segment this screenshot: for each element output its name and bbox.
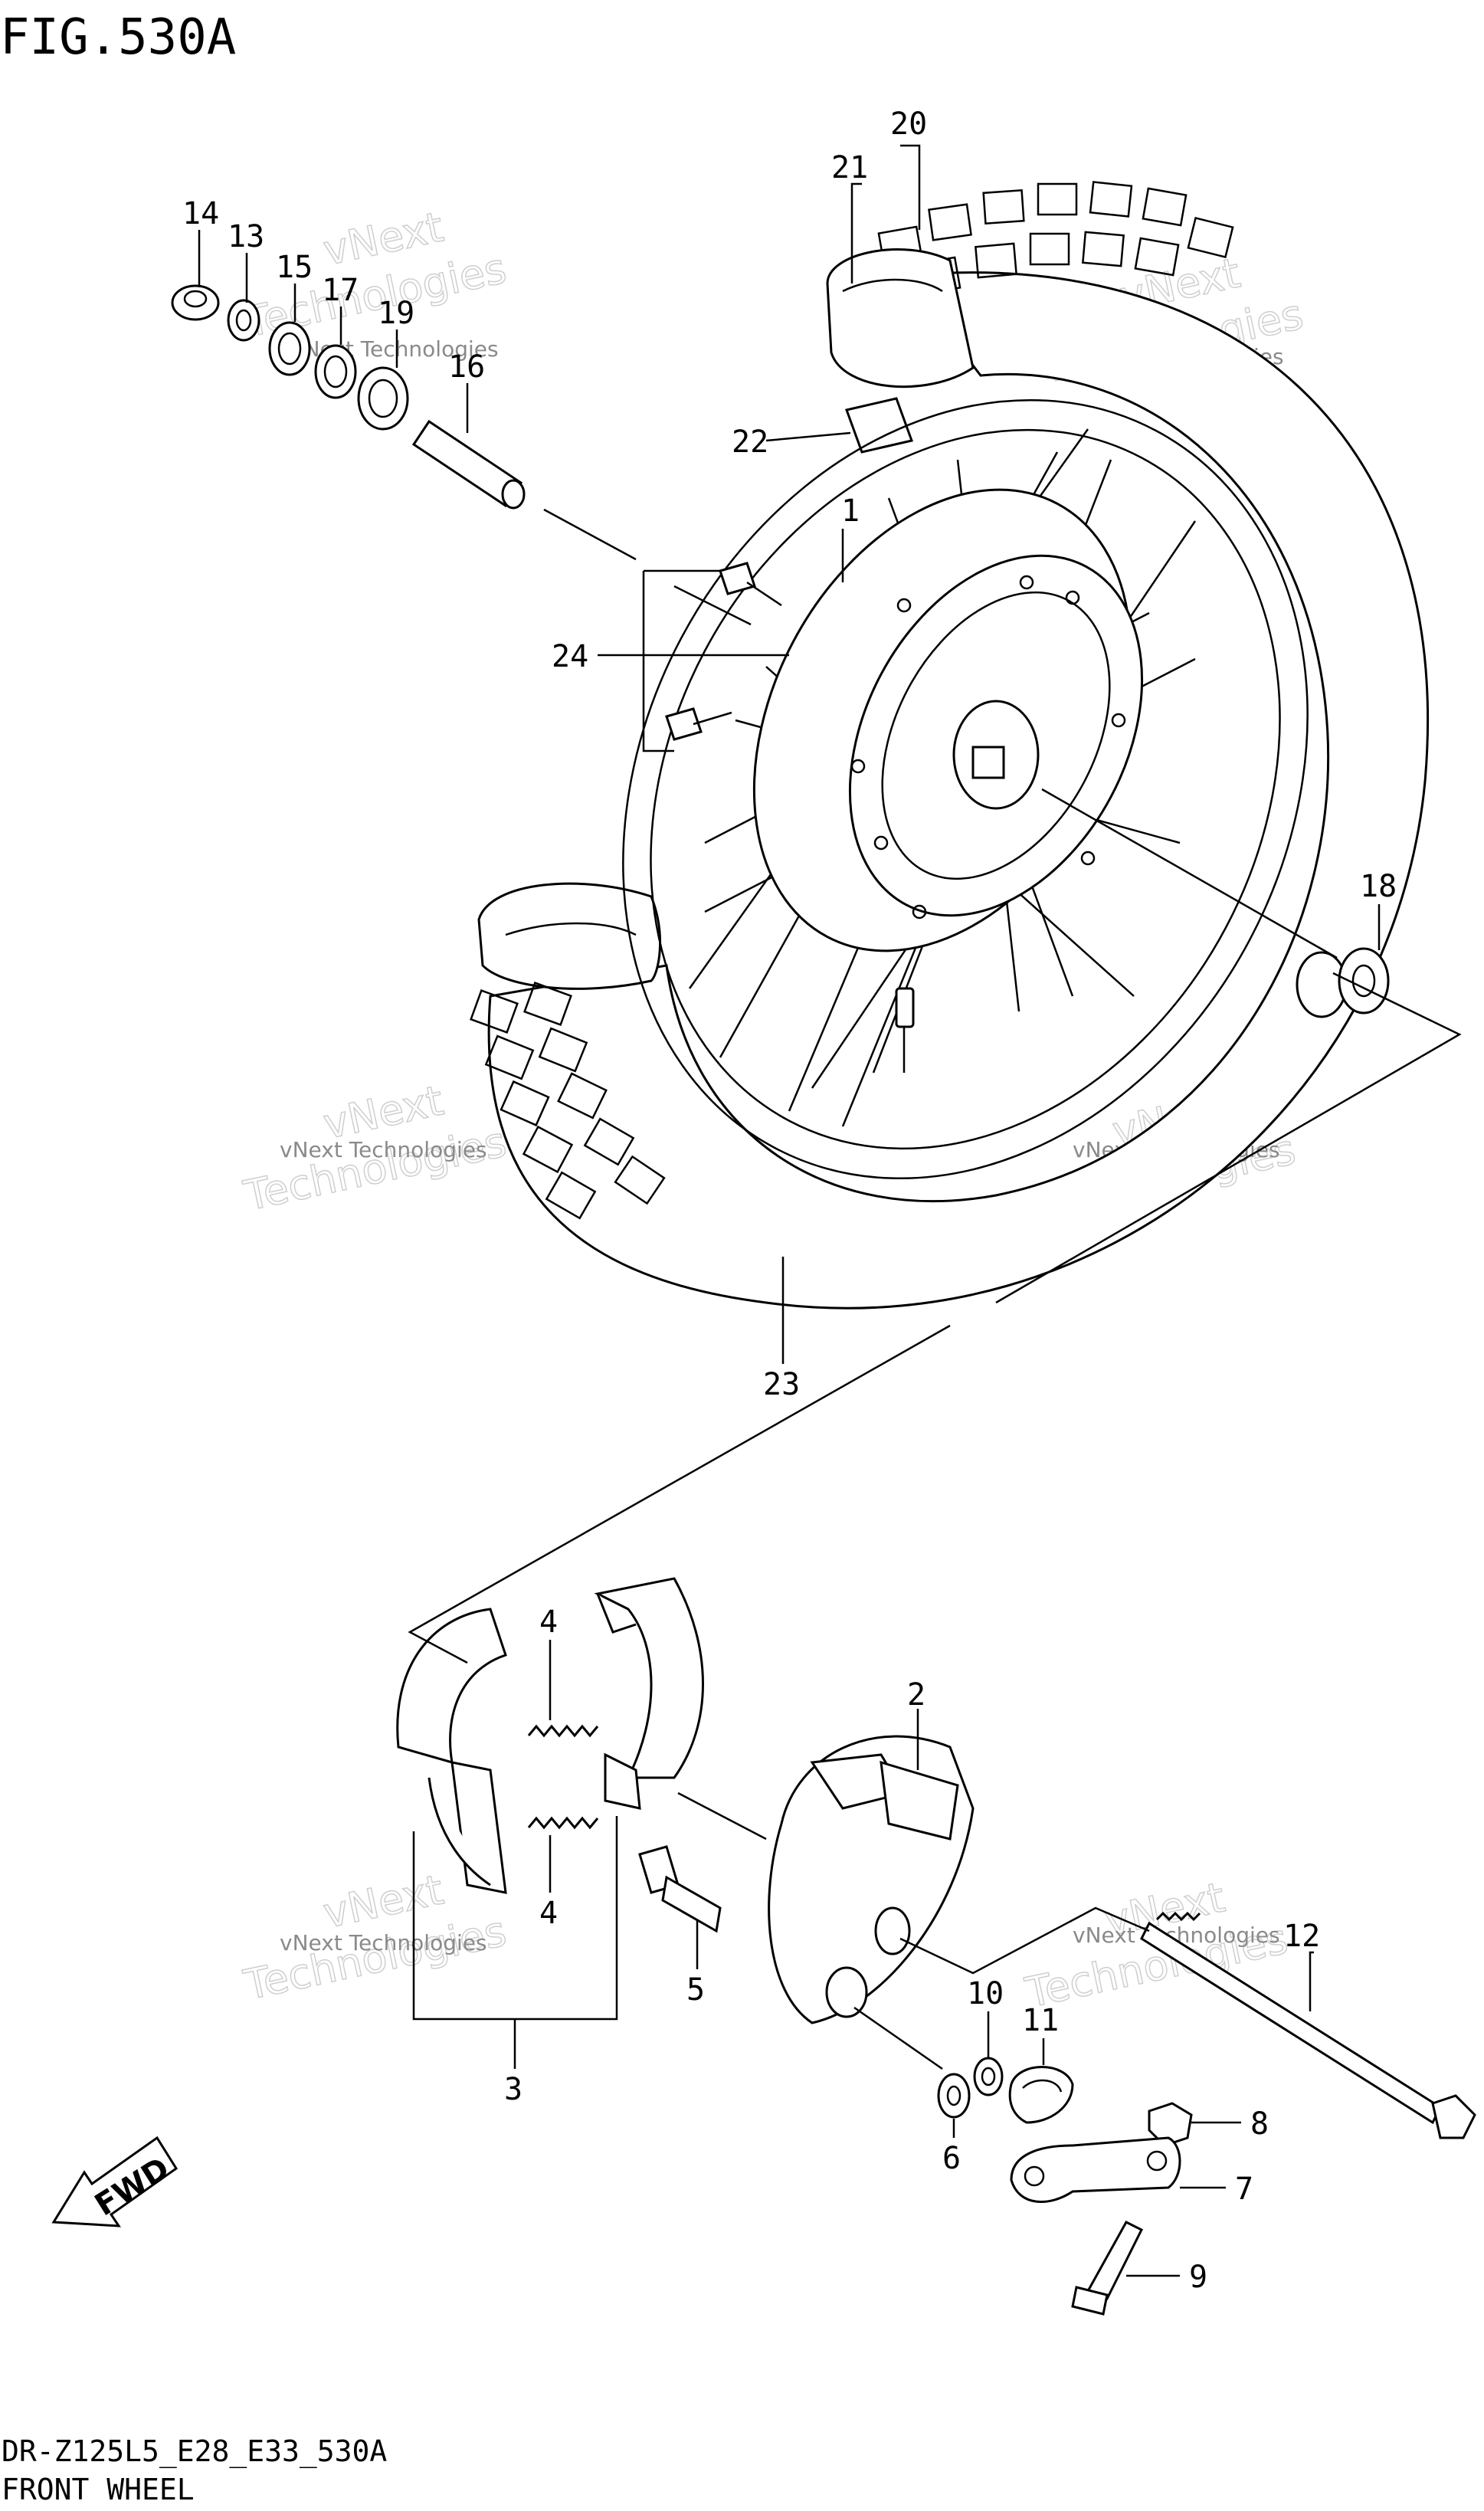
figure-code: DR-Z125L5_E28_E33_530A — [2, 2434, 387, 2469]
callout-24: 24 — [552, 639, 588, 674]
nut-8 — [1148, 2102, 1193, 2147]
bearing-19 — [357, 366, 409, 431]
bearing-18 — [1296, 947, 1390, 1018]
brake-shoe-left — [396, 1608, 507, 1894]
callout-5: 5 — [686, 1972, 705, 2008]
bolt-24-lower — [665, 707, 732, 741]
inner-tube-top — [826, 248, 975, 388]
bolt-9 — [1071, 2221, 1144, 2316]
washer-6 — [937, 2073, 971, 2119]
callout-12: 12 — [1283, 1919, 1320, 1954]
callout-17: 17 — [322, 273, 359, 308]
valve-stem — [895, 987, 915, 1073]
callout-labels: 1 2 3 4 4 5 6 7 8 9 10 11 12 13 14 15 16… — [182, 107, 1397, 2295]
spring-4-upper — [527, 1724, 599, 1738]
watermark-text: vNext Technologies — [280, 1930, 487, 1955]
callout-4-upper: 4 — [539, 1605, 558, 1640]
spacer-16 — [411, 419, 526, 510]
callout-15: 15 — [276, 250, 313, 285]
figure-name: FRONT WHEEL — [2, 2473, 195, 2506]
bolt-24-upper — [719, 562, 782, 607]
callout-19: 19 — [378, 296, 414, 331]
callout-18: 18 — [1360, 869, 1397, 904]
clip-11 — [1008, 2066, 1074, 2124]
spacer-nut-14 — [171, 284, 220, 321]
callout-11: 11 — [1022, 2003, 1059, 2038]
brake-arm-7 — [1010, 2136, 1181, 2203]
callout-6: 6 — [942, 2141, 961, 2176]
brake-cam-5 — [638, 1845, 722, 1933]
callout-16: 16 — [448, 349, 485, 385]
leader-lines — [198, 144, 1462, 2277]
callout-4-lower: 4 — [539, 1896, 558, 1931]
callout-8: 8 — [1250, 2106, 1269, 2142]
callout-3: 3 — [504, 2072, 523, 2107]
spring-4-lower — [527, 1816, 599, 1830]
brake-panel — [768, 1735, 975, 2024]
callout-14: 14 — [182, 196, 219, 231]
callout-2: 2 — [907, 1677, 925, 1713]
watermark-text: vNext Technologies — [280, 1137, 487, 1162]
callout-20: 20 — [890, 107, 927, 142]
fwd-arrow: FWD — [51, 2136, 179, 2227]
brake-shoe-right — [594, 1577, 704, 1810]
washer-13 — [227, 299, 260, 342]
watermark-group: vNext Technologies vNext Technologies vN… — [239, 202, 1308, 2018]
callout-13: 13 — [228, 219, 264, 254]
callout-1: 1 — [841, 493, 860, 529]
callout-7: 7 — [1235, 2172, 1253, 2207]
callout-22: 22 — [732, 425, 768, 460]
tread-bottom — [470, 982, 666, 1220]
washer-10 — [973, 2057, 1004, 2096]
inner-tube-bottom — [477, 882, 661, 990]
callout-9: 9 — [1189, 2260, 1207, 2295]
callout-21: 21 — [831, 150, 868, 185]
tyre-part — [470, 181, 1430, 1310]
rim-band — [845, 397, 913, 454]
figure-title: FIG.530A — [0, 9, 236, 66]
oil-seal-17 — [314, 344, 357, 399]
oil-seal-15 — [268, 321, 311, 376]
callout-23: 23 — [763, 1367, 800, 1402]
callout-10: 10 — [967, 1976, 1004, 2011]
rim-part — [622, 398, 1309, 1180]
axle-12 — [1140, 1911, 1476, 2139]
hub-part — [752, 488, 1144, 952]
